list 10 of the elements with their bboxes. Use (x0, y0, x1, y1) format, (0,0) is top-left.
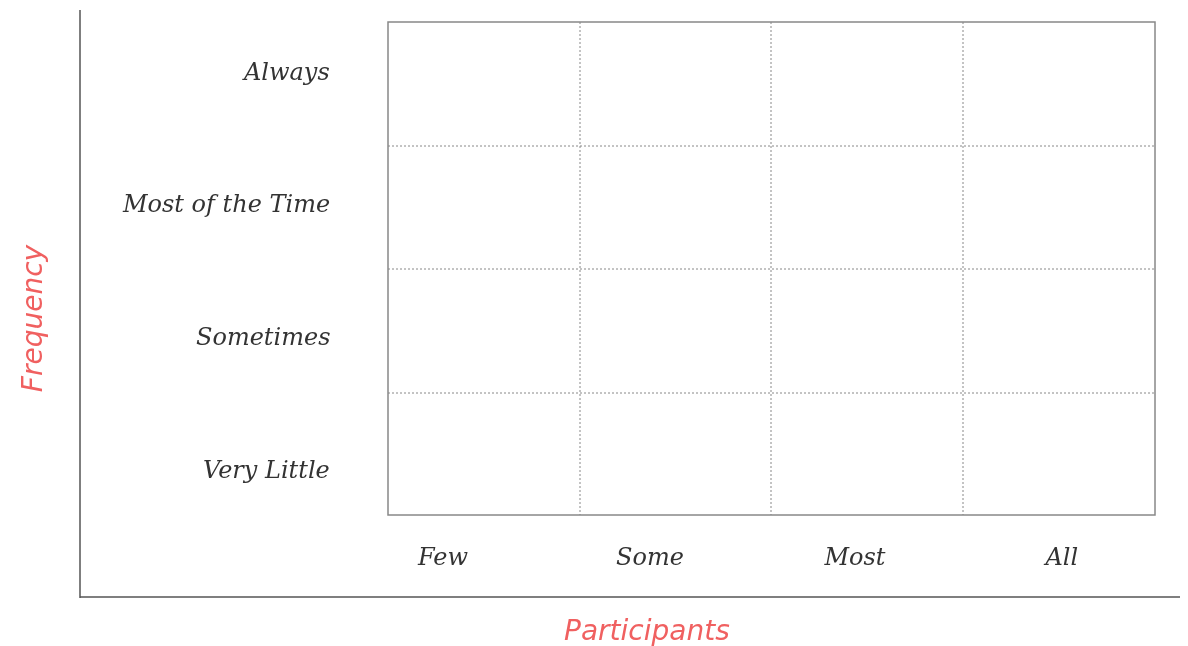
axis-title: Frequency (15, 244, 49, 392)
row-label: Very Little (203, 456, 330, 484)
row-label: Most of the Time (123, 190, 331, 218)
row-label: Sometimes (196, 323, 331, 351)
column-label: All (1045, 543, 1079, 571)
column-label: Some (616, 543, 684, 571)
axis-title: Participants (564, 613, 730, 646)
column-label: Few (418, 543, 469, 571)
row-label: Always (244, 58, 330, 86)
column-label: Most (824, 543, 886, 571)
